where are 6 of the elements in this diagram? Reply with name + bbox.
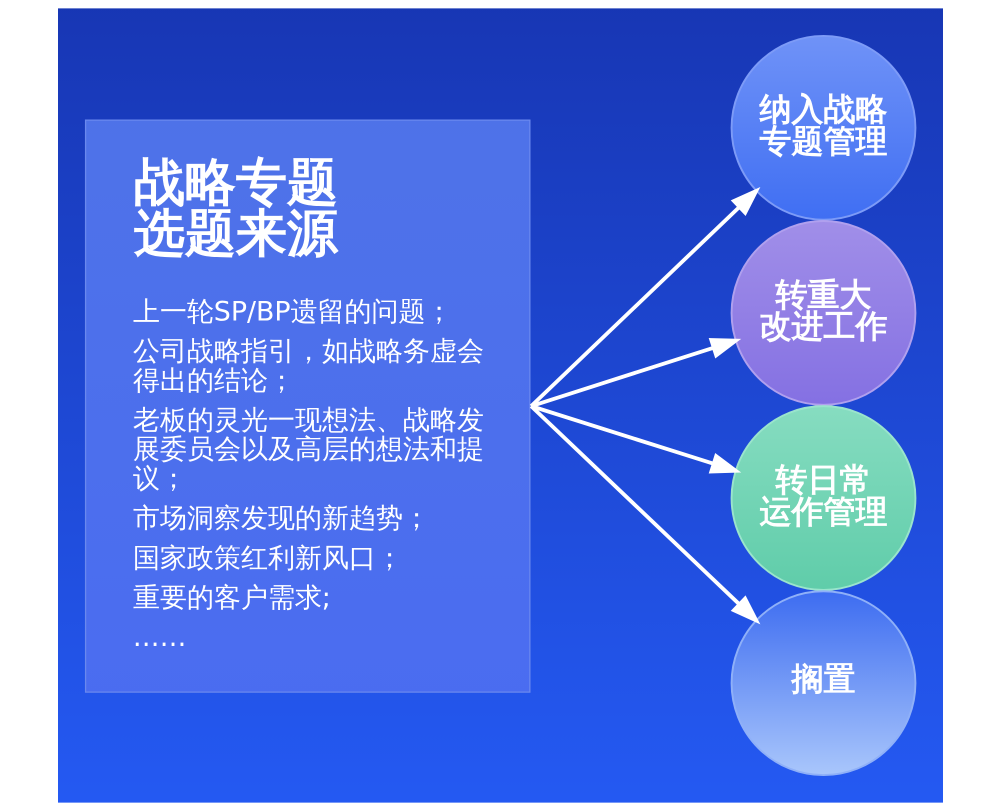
- node-circle: 转重大改进工作: [730, 220, 916, 406]
- arrow: [529, 186, 760, 408]
- node-circle: 转日常运作管理: [730, 405, 916, 591]
- arrow: [530, 404, 741, 474]
- node-box: 战略专题选题来源 上一轮SP/BP遗留的问题； 公司战略指引，如战略务虚会得出的结论； 老板的灵光一现想法、战略发展委员会以及高层的想法和提议； 市场洞察发现的新趋势； 国家政策红利新风口； 重要的客户需求; ……: [84, 120, 530, 693]
- arrow: [529, 404, 760, 624]
